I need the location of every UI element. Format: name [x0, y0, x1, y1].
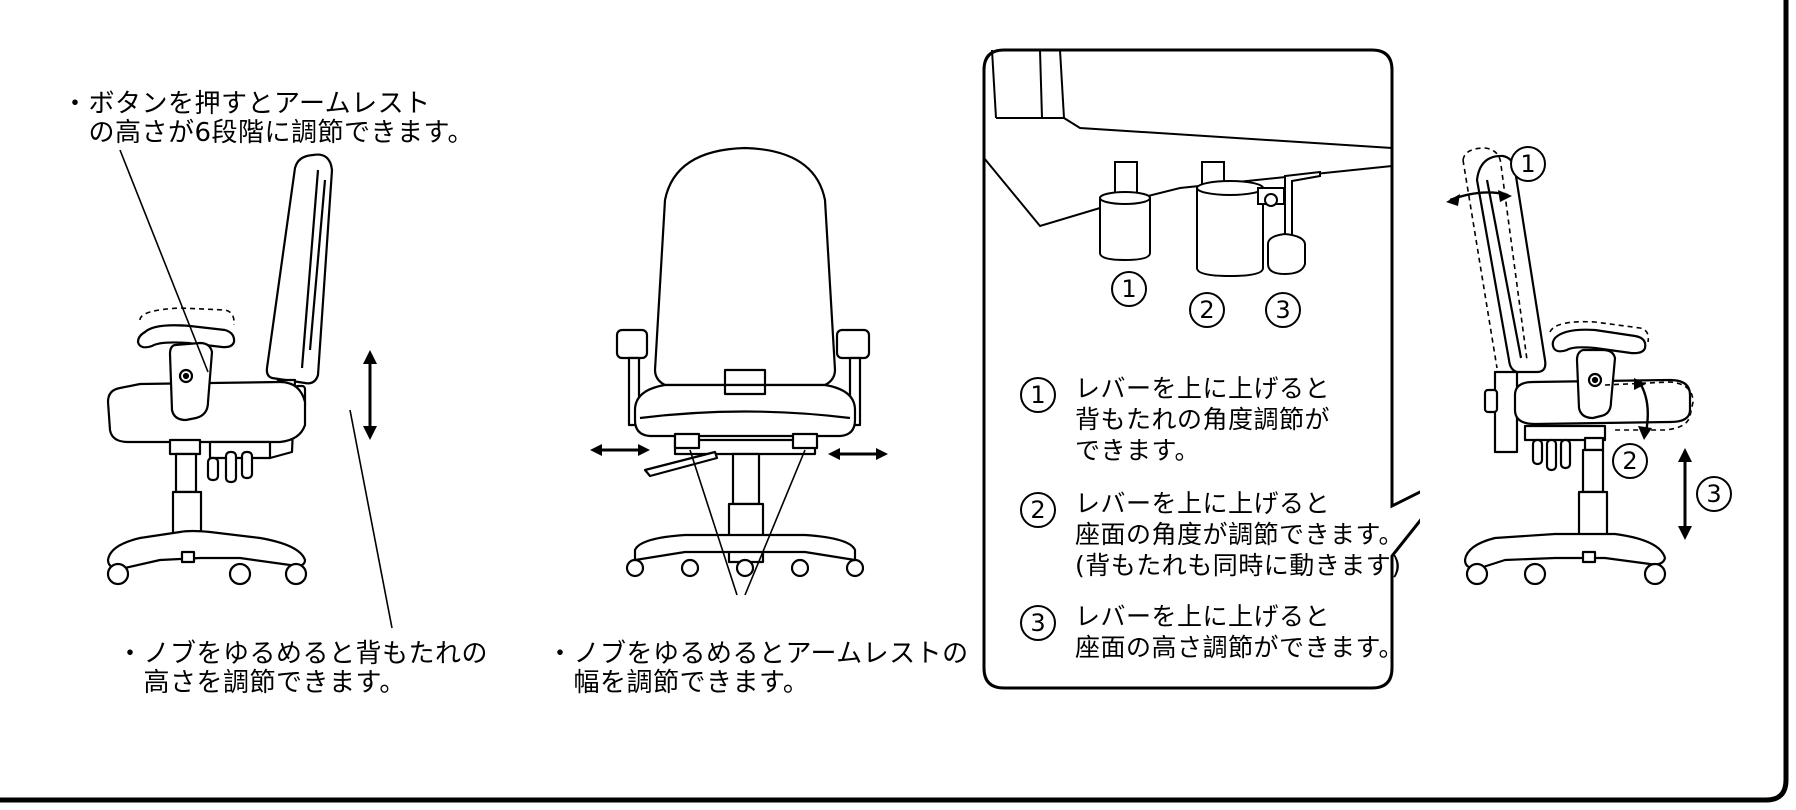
armrest-width-callout-line-2: 幅を調節できます。	[547, 668, 810, 698]
armrest-height-callout-line-1: ・ボタンを押すとアームレスト	[62, 89, 431, 119]
side-view-chair-illustration	[106, 153, 334, 586]
right-side-view-chair-illustration	[1462, 147, 1694, 586]
front-view-chair-illustration	[615, 146, 871, 596]
armrest-height-callout: ・ボタンを押すとアームレスト の高さが6段階に調節できます。	[62, 90, 474, 148]
lever-item-1-line-1: レバーを上に上げると	[1075, 374, 1331, 403]
lever-item-1-line-2: 背もたれの角度調節が	[1075, 405, 1331, 434]
lever-item-2-line-1: レバーを上に上げると	[1075, 489, 1331, 518]
callout-leader-lines-left	[119, 149, 393, 629]
lever-item-2-text: レバーを上に上げると 座面の角度が調節できます。 (背もたれも同時に動きます)	[1075, 488, 1404, 581]
armrest-width-callout: ・ノブをゆるめるとアームレストの 幅を調節できます。	[547, 640, 969, 698]
lever-item-1-text: レバーを上に上げると 背もたれの角度調節が できます。	[1075, 373, 1330, 466]
armrest-width-callout-line-1: ・ノブをゆるめるとアームレストの	[547, 639, 969, 669]
lever-item-3-line-2: 座面の高さ調節ができます。	[1075, 633, 1405, 662]
backrest-angle-badge: 1	[1510, 146, 1546, 182]
lever-item-3-text: レバーを上に上げると 座面の高さ調節ができます。	[1075, 601, 1404, 663]
lever-item-1-line-3: できます。	[1075, 436, 1201, 465]
lever-2-badge: 2	[1189, 292, 1225, 328]
lever-item-2-line-2: 座面の角度が調節できます。	[1075, 520, 1405, 549]
right-chair-adjustment-arrows	[1446, 190, 1692, 540]
lever-item-2-line-3: (背もたれも同時に動きます)	[1075, 551, 1402, 580]
lever-item-3-badge: 3	[1020, 605, 1056, 641]
lever-item-3-line-1: レバーを上に上げると	[1075, 602, 1331, 631]
backrest-height-callout-line-2: 高さを調節できます。	[117, 668, 406, 698]
backrest-height-callout-line-1: ・ノブをゆるめると背もたれの	[117, 639, 489, 669]
seat-height-badge: 3	[1696, 476, 1732, 512]
lever-item-1-badge: 1	[1020, 377, 1056, 413]
backrest-height-callout: ・ノブをゆるめると背もたれの 高さを調節できます。	[117, 640, 488, 698]
lever-detail-panel	[982, 48, 1420, 690]
armrest-height-callout-line-2: の高さが6段階に調節できます。	[62, 118, 474, 148]
lever-3-badge: 3	[1265, 292, 1301, 328]
armrest-width-arrow-left	[590, 444, 650, 456]
lever-item-2-badge: 2	[1020, 492, 1056, 528]
lever-1-badge: 1	[1111, 271, 1147, 307]
backrest-height-arrow	[363, 350, 377, 440]
seat-angle-badge: 2	[1612, 443, 1648, 479]
armrest-width-arrow-right	[828, 448, 888, 460]
